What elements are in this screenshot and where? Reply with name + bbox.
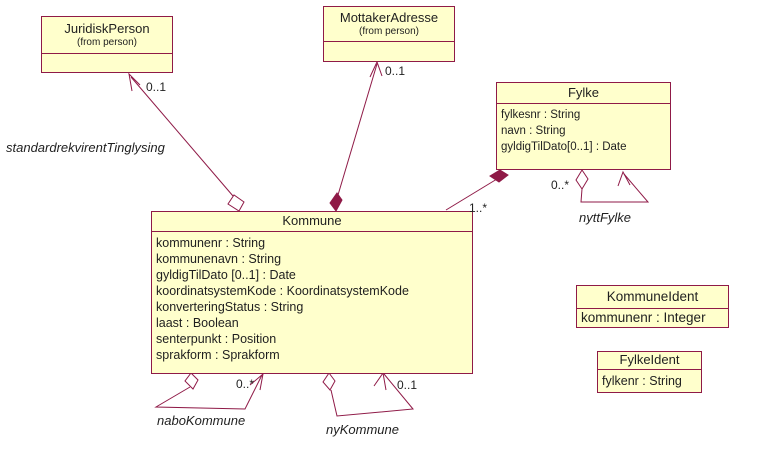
aggregation-diamond-icon bbox=[575, 169, 589, 190]
class-title-compartment: FylkeIdent bbox=[598, 352, 701, 370]
class-fylke[interactable]: Fylke fylkesnr : String navn : String gy… bbox=[496, 82, 671, 170]
class-attributes-compartment: kommunenr : String kommunenavn : String … bbox=[152, 232, 472, 373]
class-attributes-compartment: fylkenr : String bbox=[598, 370, 701, 392]
class-attribute: navn : String bbox=[501, 125, 566, 137]
class-name: Fylke bbox=[567, 84, 600, 100]
class-attributes-compartment: fylkesnr : String navn : String gyldigTi… bbox=[497, 104, 670, 169]
open-arrowhead-icon bbox=[373, 371, 387, 391]
class-attribute: kommunenavn : String bbox=[156, 252, 282, 266]
composition-diamond-icon bbox=[329, 192, 343, 212]
aggregation-diamond-icon bbox=[322, 372, 336, 391]
aggregation-diamond-icon bbox=[227, 194, 245, 212]
class-attribute: gyldigTilDato[0..1] : Date bbox=[501, 141, 627, 153]
class-name: FylkeIdent bbox=[619, 352, 680, 368]
class-name: KommuneIdent bbox=[606, 289, 699, 305]
class-kommune-ident[interactable]: KommuneIdent kommunenr : Integer bbox=[576, 285, 729, 328]
multiplicity-nabokommune: 0..* bbox=[236, 377, 255, 391]
association-label-nyttfylke: nyttFylke bbox=[579, 210, 632, 225]
class-package: (from person) bbox=[358, 25, 419, 37]
class-attributes-compartment bbox=[42, 54, 172, 72]
class-name: JuridiskPerson bbox=[64, 20, 150, 36]
association-label-nykommune: nyKommune bbox=[326, 422, 399, 437]
open-arrowhead-icon bbox=[128, 72, 141, 92]
class-attribute: kommunenr : String bbox=[156, 236, 266, 250]
class-attribute: fylkenr : String bbox=[602, 374, 682, 388]
class-package: (from person) bbox=[76, 36, 137, 48]
multiplicity-nyttfylke: 0..* bbox=[551, 178, 570, 192]
aggregation-diamond-icon bbox=[184, 372, 199, 390]
association-label-nabokommune: naboKommune bbox=[157, 413, 246, 428]
class-attribute: sprakform : Sprakform bbox=[156, 348, 280, 362]
composition-diamond-icon bbox=[489, 169, 509, 183]
class-title-compartment: KommuneIdent bbox=[577, 286, 728, 309]
class-mottaker-adresse[interactable]: MottakerAdresse (from person) bbox=[323, 6, 455, 62]
class-kommune[interactable]: Kommune kommunenr : String kommunenavn :… bbox=[151, 211, 473, 374]
association-kommune-mottakeradresse[interactable] bbox=[329, 60, 383, 212]
class-name: Kommune bbox=[282, 213, 342, 229]
multiplicity-kommune-end: 1..* bbox=[469, 201, 488, 215]
class-title-compartment: MottakerAdresse (from person) bbox=[324, 7, 454, 42]
open-arrowhead-icon bbox=[617, 170, 631, 187]
multiplicity-nykommune: 0..1 bbox=[397, 378, 418, 392]
association-label-standardrekvirent-tinglysing: standardrekvirentTinglysing bbox=[6, 140, 165, 155]
multiplicity-mottakeradresse-end: 0..1 bbox=[385, 64, 406, 78]
class-attributes-compartment bbox=[324, 42, 454, 61]
class-fylke-ident[interactable]: FylkeIdent fylkenr : String bbox=[597, 351, 702, 393]
class-attribute: gyldigTilDato [0..1] : Date bbox=[156, 268, 296, 282]
class-attribute: senterpunkt : Position bbox=[156, 332, 277, 346]
class-attribute: konverteringStatus : String bbox=[156, 300, 304, 314]
multiplicity-juridiskperson-end: 0..1 bbox=[146, 80, 167, 94]
class-juridisk-person[interactable]: JuridiskPerson (from person) bbox=[41, 16, 173, 73]
class-attribute: fylkesnr : String bbox=[501, 109, 581, 121]
class-attribute: laast : Boolean bbox=[156, 316, 239, 330]
association-nytt-fylke[interactable] bbox=[575, 169, 650, 203]
class-title-compartment: JuridiskPerson (from person) bbox=[42, 17, 172, 54]
class-name: MottakerAdresse bbox=[339, 9, 439, 25]
open-arrowhead-icon bbox=[369, 60, 383, 78]
class-attribute: kommunenr : Integer bbox=[581, 310, 706, 325]
class-title-compartment: Kommune bbox=[152, 212, 472, 232]
class-attributes-compartment: kommunenr : Integer bbox=[577, 309, 728, 327]
class-title-compartment: Fylke bbox=[497, 83, 670, 104]
class-attribute: koordinatsystemKode : KoordinatsystemKod… bbox=[156, 284, 409, 298]
